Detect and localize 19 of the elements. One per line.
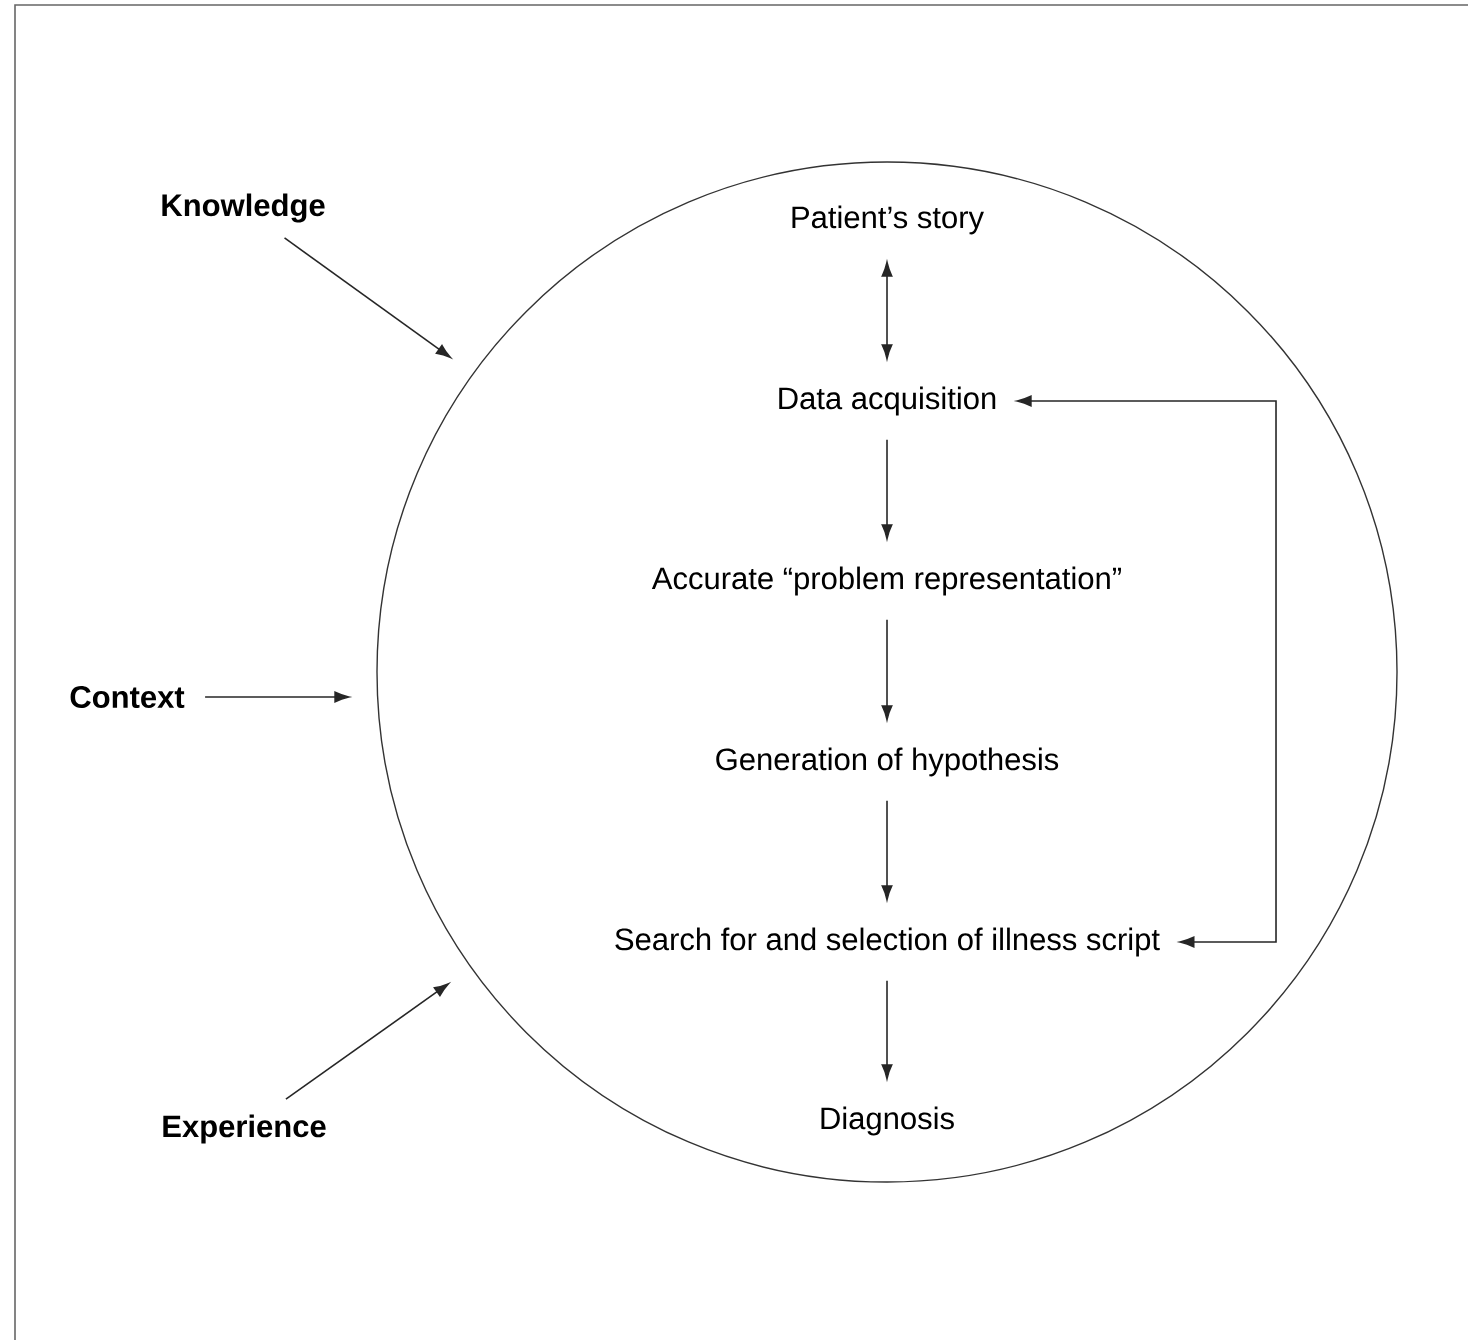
step-label: Diagnosis [821,1106,954,1136]
step-label: Knowledge [162,193,325,223]
arrow [881,619,893,721]
step-label: Accurate “problem representation” [651,566,1121,596]
process-circle [376,161,1398,1183]
arrow [285,983,449,1100]
arrow [1016,395,1277,948]
step-label: Context [70,686,185,708]
step-label: Patient’s story [792,205,984,235]
arrow [881,261,893,360]
arrow [204,691,350,703]
arrow [283,237,451,359]
arrow [881,439,893,540]
arrow [881,980,893,1080]
step-label: Experience [163,1114,326,1144]
arrow [881,800,893,901]
step-label: Data acquisition [779,386,996,416]
step-label: Generation of hypothesis [716,747,1059,777]
step-label: Search for and selection of illness script [615,927,1160,957]
